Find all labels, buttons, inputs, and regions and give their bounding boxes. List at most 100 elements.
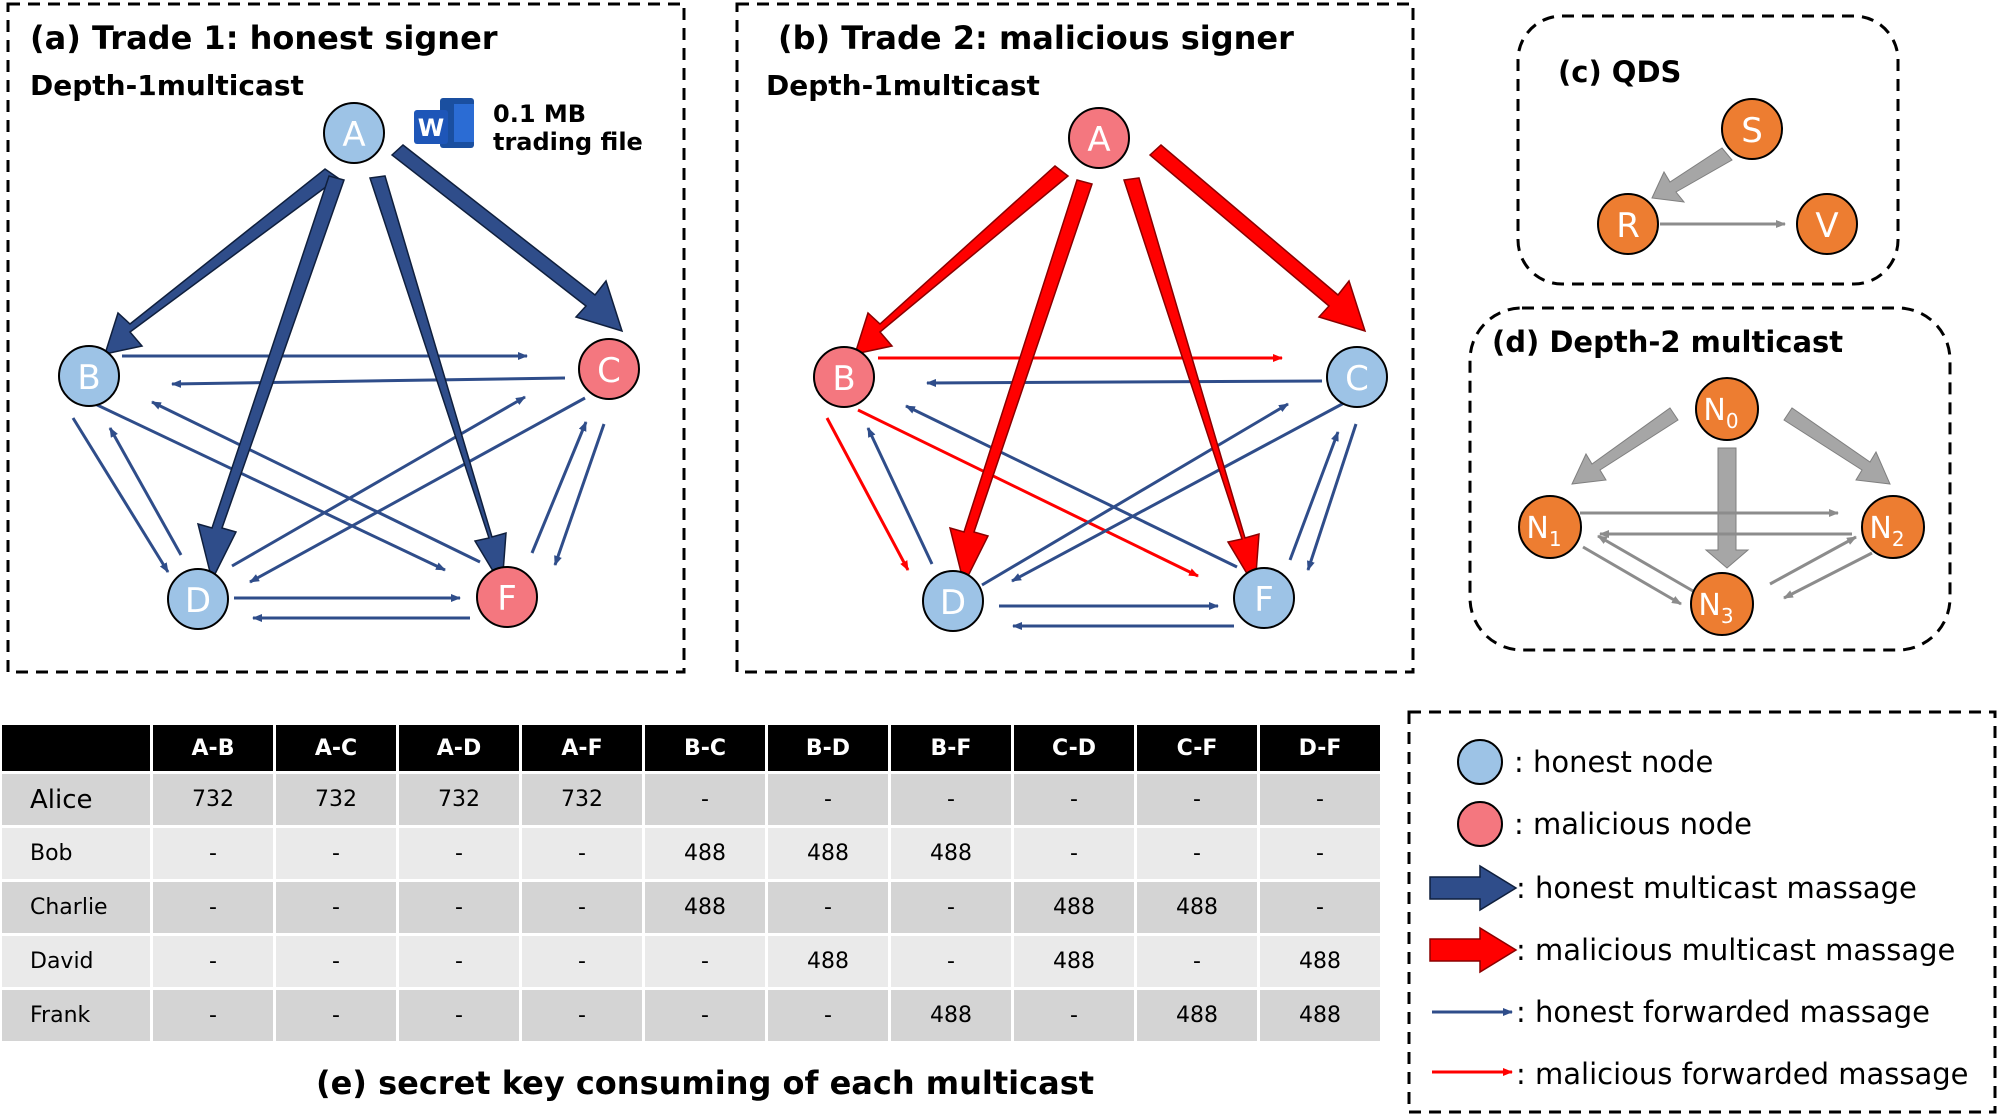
table-cell: - xyxy=(274,933,399,989)
table-header-cell: B-F xyxy=(889,725,1014,773)
multicast-a-to-d xyxy=(196,175,345,583)
node-d-1: D xyxy=(167,568,229,630)
table-caption: (e) secret key consuming of each multica… xyxy=(316,1064,1094,1102)
table-cell: - xyxy=(151,825,276,881)
legend-honest-node-label: : honest node xyxy=(1514,745,1713,779)
legend-honest-multicast-arrow xyxy=(1429,864,1518,912)
multicast-a-to-f xyxy=(369,175,507,589)
depth2-node-n0: N0 xyxy=(1695,377,1759,441)
table-cell: - xyxy=(397,933,522,989)
table-row: Frank - - - - - - 488 - 488 488 xyxy=(2,987,1380,1041)
table-header-cell: A-B xyxy=(151,725,276,773)
multicast-a-to-d xyxy=(948,179,1093,587)
word-icon-letter: W xyxy=(418,114,444,142)
node-a-2: A xyxy=(1068,107,1130,169)
word-page-front xyxy=(454,104,474,142)
word-file-icon: W xyxy=(414,98,474,148)
table-cell: - xyxy=(520,933,645,989)
node-label: D xyxy=(940,583,966,623)
node-label: V xyxy=(1815,206,1838,246)
panel-d-title: (d) Depth-2 multicast xyxy=(1492,325,1843,359)
node-label: B xyxy=(832,359,855,399)
table-cell: 488 xyxy=(1258,987,1380,1041)
table-cell: 488 xyxy=(1135,987,1260,1041)
table-cell: - xyxy=(766,771,891,827)
legend-malicious-forwarded-label: : malicious forwarded massage xyxy=(1516,1057,1969,1091)
panel-b-thin-arrows xyxy=(825,354,1358,630)
table-header-cell: C-D xyxy=(1012,725,1137,773)
arrow-b-to-f xyxy=(857,408,1199,578)
table-cell: - xyxy=(1012,825,1137,881)
table-cell: - xyxy=(151,987,276,1041)
table-cell: 488 xyxy=(1012,879,1137,935)
legend-malicious-multicast-label: : malicious multicast massage xyxy=(1516,933,1955,967)
file-label: trading file xyxy=(493,128,643,156)
table-cell: 732 xyxy=(520,771,645,827)
table-cell: - xyxy=(889,933,1014,989)
word-badge xyxy=(414,110,448,144)
legend-honest-node-swatch xyxy=(1457,739,1503,785)
node-b-2: B xyxy=(813,346,875,408)
depth2-node-n2: N2 xyxy=(1861,495,1925,559)
panel-a-subtitle: Depth-1multicast xyxy=(30,69,304,102)
arrow-d-to-b xyxy=(866,427,934,565)
table-cell: 488 xyxy=(1012,933,1137,989)
row-name: Alice xyxy=(2,771,153,827)
multicast-a-to-c xyxy=(390,144,624,333)
legend-frame xyxy=(1407,710,1997,1114)
node-label: N2 xyxy=(1869,511,1904,551)
qds-node-r: R xyxy=(1597,193,1659,255)
table-header-cell: D-F xyxy=(1258,725,1380,773)
node-label: D xyxy=(185,581,211,621)
arrow-c-to-d xyxy=(1011,401,1345,583)
panel-a-frame xyxy=(6,2,686,674)
secret-key-table: A-B A-C A-D A-F B-C B-D B-F C-D C-F D-F … xyxy=(2,725,1380,1041)
table-cell: - xyxy=(643,987,768,1041)
panel-b-subtitle: Depth-1multicast xyxy=(766,69,1040,102)
node-label: N1 xyxy=(1526,511,1561,551)
panel-c-title: (c) QDS xyxy=(1558,55,1681,89)
arrow-f-to-c xyxy=(530,421,588,554)
arrow-c-to-b xyxy=(171,376,566,388)
table-cell: - xyxy=(274,825,399,881)
arrow-d-to-c xyxy=(981,402,1289,587)
file-size: 0.1 MB xyxy=(493,100,586,128)
qds-node-s: S xyxy=(1721,98,1783,160)
table-row: Alice 732 732 732 732 - - - - - - xyxy=(2,771,1380,827)
row-name: Bob xyxy=(2,825,153,881)
panel-a-title: (a) Trade 1: honest signer xyxy=(30,19,498,57)
legend-honest-multicast-label: : honest multicast massage xyxy=(1516,871,1917,905)
panel-b-title: (b) Trade 2: malicious signer xyxy=(778,19,1294,57)
multicast-a-to-f xyxy=(1123,177,1260,590)
table-row: Charlie - - - - 488 - - 488 488 - xyxy=(2,879,1380,935)
node-b-1: B xyxy=(58,345,120,407)
node-c-2: C xyxy=(1326,346,1388,408)
node-label: B xyxy=(77,358,100,398)
table-cell: - xyxy=(1012,987,1137,1041)
table-cell: - xyxy=(643,771,768,827)
panel-b-frame xyxy=(735,2,1415,674)
multicast-a-to-c xyxy=(1148,144,1367,333)
arrow-f-to-b xyxy=(151,400,481,564)
table-cell: - xyxy=(766,987,891,1041)
table-cell: 732 xyxy=(274,771,399,827)
node-label: A xyxy=(342,115,365,155)
depth2-arrow-n3-to-n2 xyxy=(1769,535,1857,586)
table-cell: - xyxy=(397,879,522,935)
table-header-cell: A-F xyxy=(520,725,645,773)
table-cell: 732 xyxy=(397,771,522,827)
table-cell: - xyxy=(397,825,522,881)
table-cell: - xyxy=(643,933,768,989)
table-cell: - xyxy=(889,879,1014,935)
depth2-node-n1: N1 xyxy=(1518,495,1582,559)
legend: : honest node : malicious node : honest … xyxy=(1429,739,1969,1091)
arrow-b-to-d xyxy=(825,417,910,571)
table-header-cell xyxy=(2,725,153,773)
arrow-c-to-d xyxy=(249,396,586,584)
table-header-row: A-B A-C A-D A-F B-C B-D B-F C-D C-F D-F xyxy=(2,725,1380,773)
legend-malicious-node-swatch xyxy=(1457,801,1503,847)
table-header-cell: B-C xyxy=(643,725,768,773)
panel-c-frame xyxy=(1516,14,1900,286)
arrow-b-to-d xyxy=(71,417,170,573)
